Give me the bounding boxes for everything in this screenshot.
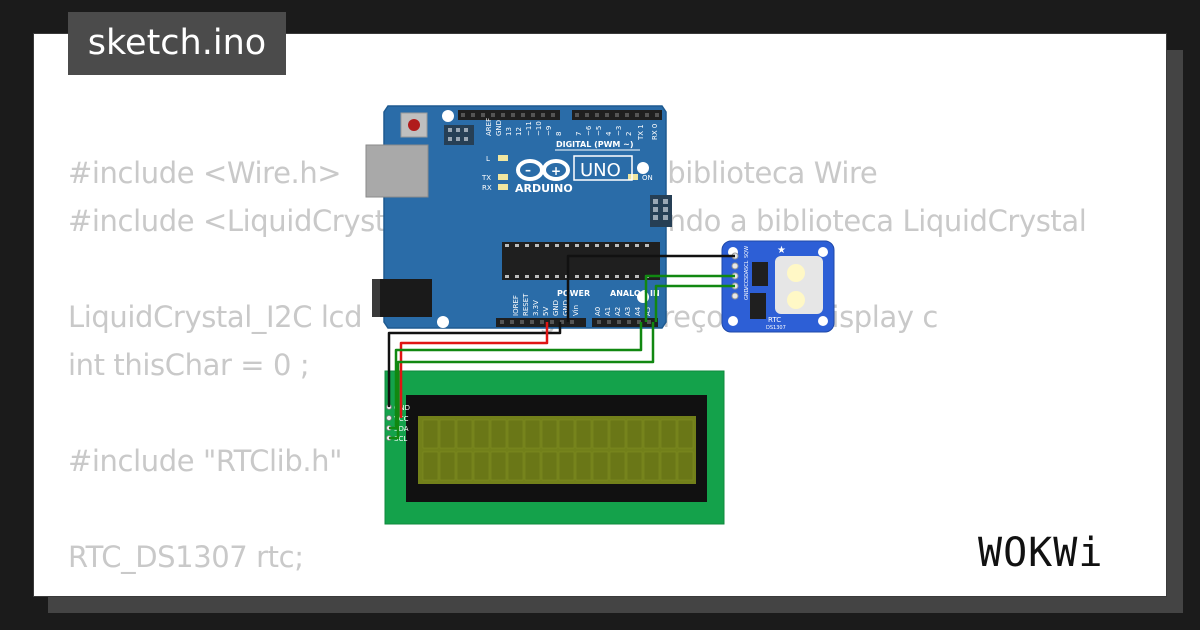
mounting-hole xyxy=(637,162,649,174)
pin-label: 5V xyxy=(542,307,550,316)
pin-label: RESET xyxy=(522,293,530,316)
code-line-5: int thisChar = 0 ; xyxy=(68,348,310,382)
board-brand: ARDUINO xyxy=(515,182,573,195)
file-tab[interactable]: sketch.ino xyxy=(68,12,286,75)
wire-lcd-scl[interactable] xyxy=(389,322,655,440)
pin-label: ~3 xyxy=(615,126,623,136)
code-line-1: #include <Wire.h> a biblioteca Wire xyxy=(68,156,878,190)
wokwi-logo: WOKWi xyxy=(978,530,1103,576)
board-model: UNO xyxy=(580,160,621,181)
rtc-pin-label: GND xyxy=(744,288,750,300)
led-on-label: ON xyxy=(642,174,653,182)
pin-label: A0 xyxy=(594,307,602,316)
pin-label: 3.3V xyxy=(532,300,540,316)
rtc-label: RTC xyxy=(768,316,781,324)
pin-label: 12 xyxy=(515,127,523,136)
battery-contact xyxy=(787,291,805,309)
pin-label: 7 xyxy=(575,132,583,136)
wire-rtc-gnd[interactable] xyxy=(566,254,735,322)
led-l xyxy=(498,155,508,161)
lcd-pin-label: SCL xyxy=(394,435,407,443)
rtc-pin-label: VCC xyxy=(744,279,750,290)
usb-connector xyxy=(365,144,429,198)
pin-label: ~9 xyxy=(545,126,553,136)
led-on xyxy=(628,174,638,180)
pin-label: ~6 xyxy=(585,125,593,136)
mounting-hole xyxy=(818,247,828,257)
analog-header-label: ANALOG IN xyxy=(610,289,660,298)
crystal xyxy=(750,293,766,319)
rtc-pin-label: SDA xyxy=(744,269,750,280)
rtc-chip-label: DS1307 xyxy=(766,325,786,331)
wire-rtc-sda[interactable] xyxy=(644,274,735,322)
pin-label: 13 xyxy=(505,127,513,136)
pin-label: ~10 xyxy=(535,121,543,136)
lcd-pin-label: SDA xyxy=(394,425,409,433)
pin-label: A3 xyxy=(624,307,632,316)
pin-label: GND xyxy=(552,300,560,316)
rtc-pin-label: SCL xyxy=(744,260,750,270)
lcd1602-i2c-display[interactable]: GND VCC SDA SCL xyxy=(384,370,725,525)
lcd-pin-label: VCC xyxy=(394,415,409,423)
mounting-hole xyxy=(818,316,828,326)
wire-lcd-sda[interactable] xyxy=(389,322,643,430)
power-jack xyxy=(372,279,432,317)
battery-holder xyxy=(775,256,823,314)
pin-label: 4 xyxy=(605,131,613,136)
led-l-label: L xyxy=(486,155,490,163)
led-rx-label: RX xyxy=(482,184,492,192)
wokwi-logo-text: WOKWi xyxy=(978,530,1103,576)
mounting-hole xyxy=(728,316,738,326)
led-rx xyxy=(498,184,508,190)
pin-label: IOREF xyxy=(512,295,520,316)
wire-lcd-gnd[interactable] xyxy=(387,322,562,407)
pin-label: A2 xyxy=(614,307,622,316)
pin-label: GND xyxy=(562,300,570,316)
pin-label: 8 xyxy=(555,132,563,136)
led-tx xyxy=(498,174,508,180)
rtc-chip xyxy=(752,262,768,286)
pin-label: GND xyxy=(495,120,503,136)
svg-text:–: – xyxy=(525,163,531,177)
rtc-pin-label: SQW xyxy=(744,246,750,258)
digital-header-left xyxy=(458,110,560,120)
code-line-9: RTC_DS1307 rtc; xyxy=(68,540,304,574)
digital-header-label: DIGITAL (PWM ~) xyxy=(556,140,634,149)
led-tx-label: TX xyxy=(481,174,491,182)
rtc-ds1307-module[interactable]: SQW SCL SDA VCC GND ★ RTC DS1307 xyxy=(721,240,835,333)
arduino-uno-board[interactable]: AREF GND 13 12 ~11 ~10 ~9 8 7 ~6 ~5 4 ~3… xyxy=(365,105,672,329)
mounting-hole xyxy=(442,110,454,122)
pin-label: ~5 xyxy=(595,126,603,136)
pin-label: A5 xyxy=(644,307,652,316)
mounting-hole xyxy=(437,316,449,328)
pin-label: TX 1 xyxy=(637,124,645,141)
power-header-label: POWER xyxy=(557,289,590,298)
pin-label: AREF xyxy=(485,118,493,136)
analog-header xyxy=(592,318,658,327)
svg-text:+: + xyxy=(551,164,561,178)
pin-label: RX 0 xyxy=(651,124,659,140)
uno-badge xyxy=(573,155,633,181)
pin-label: A1 xyxy=(604,307,612,316)
atmega-chip xyxy=(502,242,660,280)
arduino-infinity-icon xyxy=(516,159,570,181)
battery-contact xyxy=(787,264,805,282)
wire-lcd-vcc[interactable] xyxy=(399,322,549,418)
reset-button-cap[interactable] xyxy=(408,119,420,131)
pin-label: ~11 xyxy=(525,121,533,136)
star-icon: ★ xyxy=(777,245,786,256)
code-line-2: #include <LiquidCryst ando a biblioteca … xyxy=(68,204,1087,238)
pin-label: Vin xyxy=(572,305,580,316)
pin-label: 2 xyxy=(625,132,633,136)
pin-label: A4 xyxy=(634,306,642,316)
wire-rtc-scl[interactable] xyxy=(654,284,735,322)
code-line-7: #include "RTClib.h" xyxy=(68,444,343,478)
